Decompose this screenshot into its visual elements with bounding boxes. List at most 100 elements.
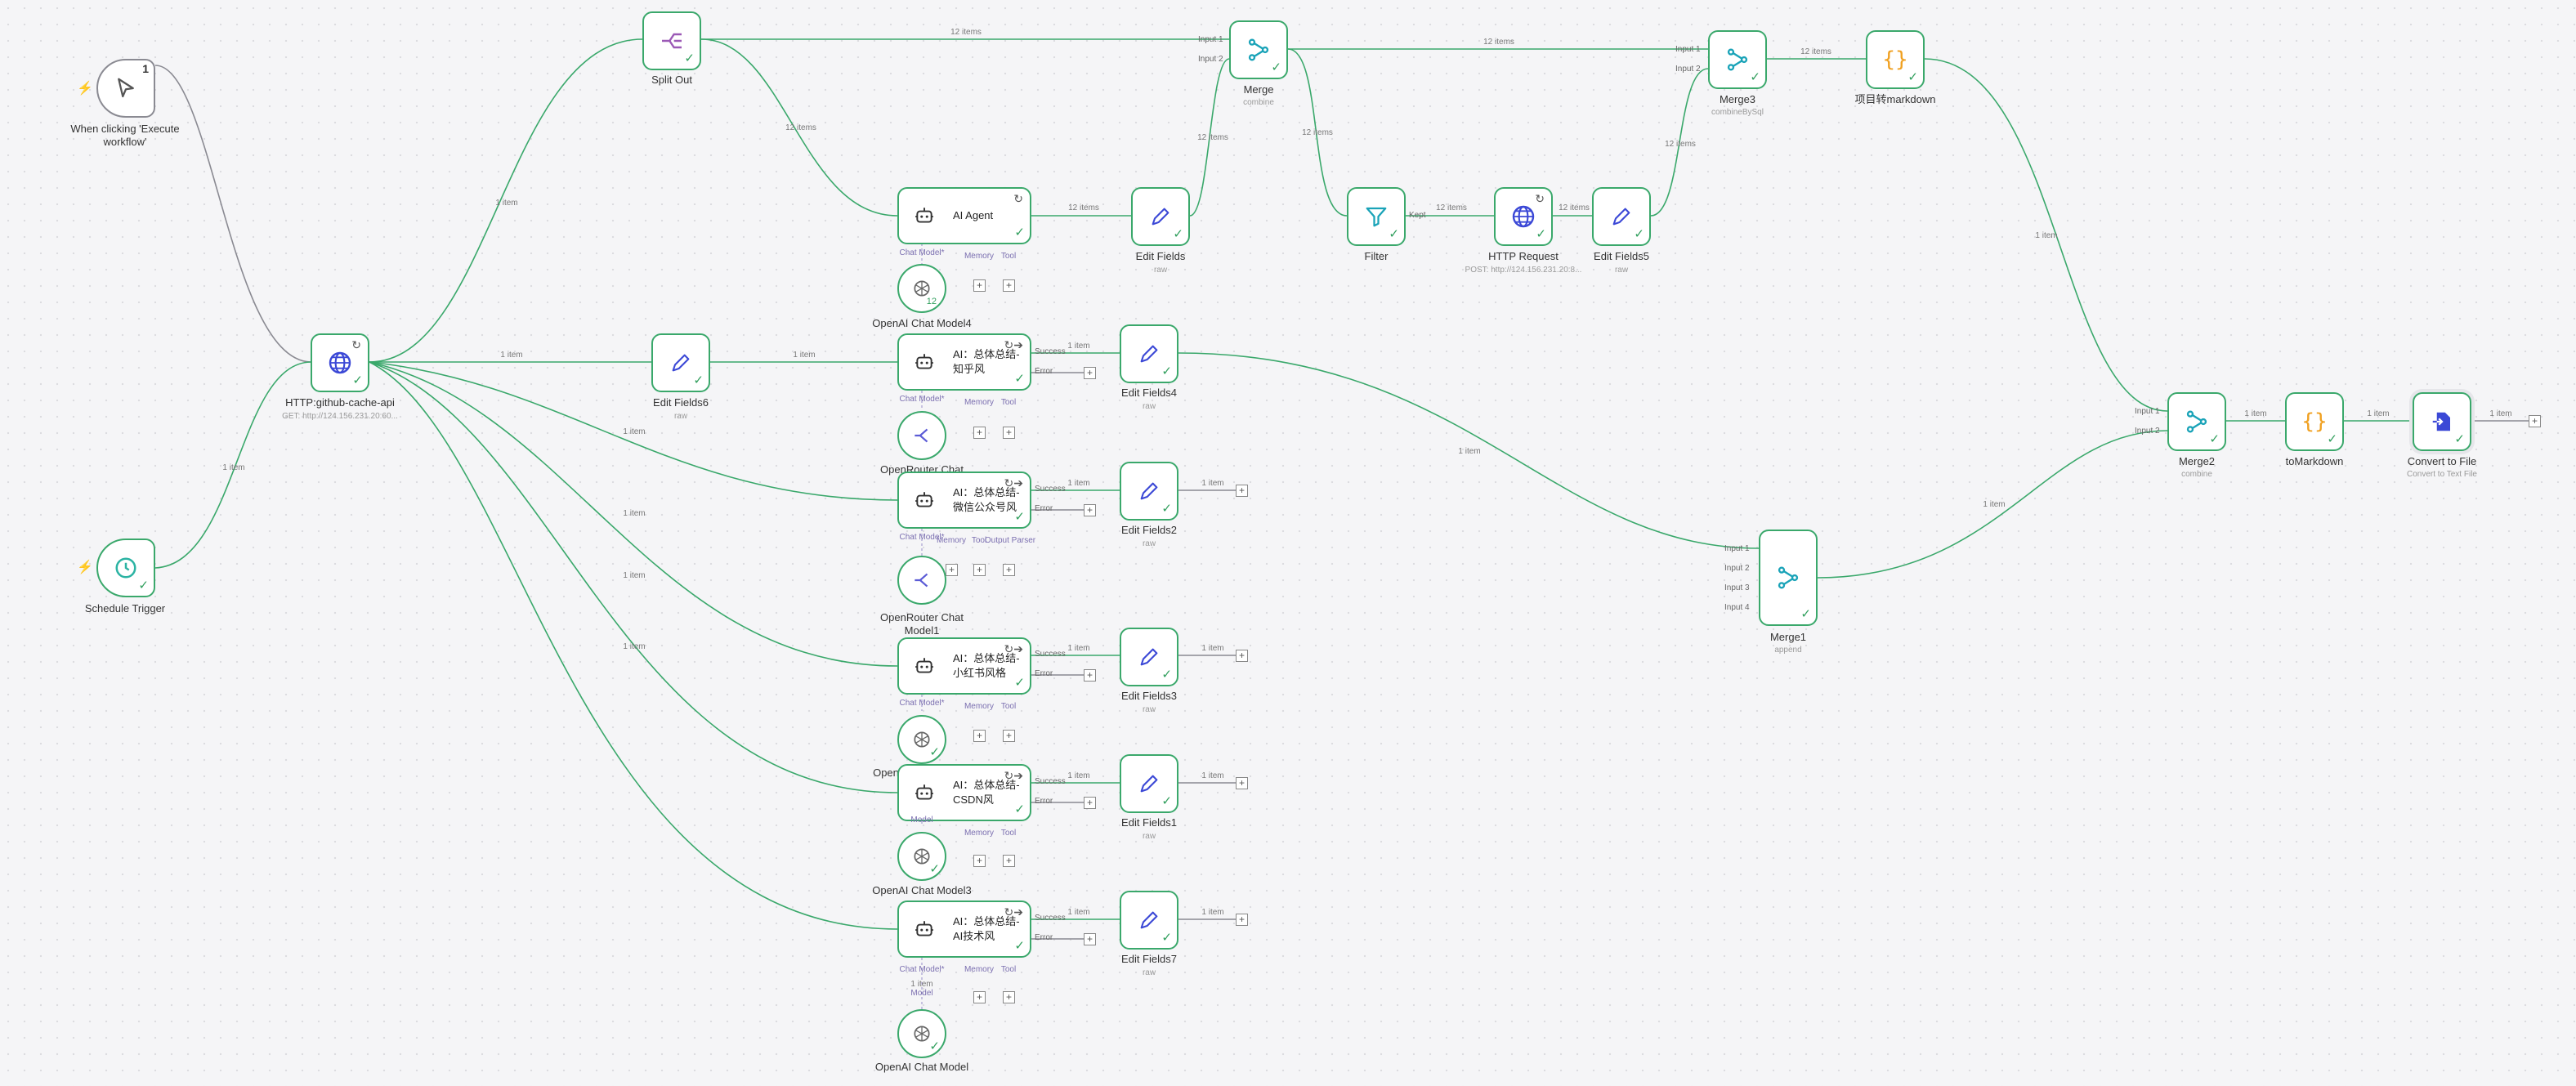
edge-label: 1 item	[623, 509, 646, 518]
node-label: Merge1	[1769, 631, 1807, 643]
node-label: Split Out	[651, 74, 692, 86]
add-memory-button[interactable]: +	[973, 730, 986, 742]
node-ai-agent[interactable]: ↻ AI Agent ✓	[897, 187, 1031, 244]
node-to-markdown[interactable]: {} ✓	[2285, 392, 2344, 451]
node-ai-csdn[interactable]: ↻➔ AI：总体总结-CSDN风 ✓	[897, 764, 1031, 821]
node-edit-fields5[interactable]: ✓	[1592, 187, 1651, 246]
add-tool-button[interactable]: +	[1003, 991, 1015, 1003]
node-split-out[interactable]: ✓	[642, 11, 701, 70]
wire-http-to-ai-xhs	[369, 361, 898, 667]
node-openai-model4[interactable]: 12	[897, 264, 946, 313]
success-check-icon: ✓	[1907, 70, 1918, 84]
add-error-handler-button[interactable]: +	[1084, 933, 1096, 945]
node-convert-to-file[interactable]: ✓	[2413, 392, 2471, 451]
node-edit-fields3[interactable]: ✓	[1120, 628, 1178, 686]
node-merge2[interactable]: ✓	[2167, 392, 2226, 451]
node-openrouter-model[interactable]	[897, 411, 946, 460]
edge-label: 1 item	[1067, 771, 1090, 780]
port-model: Model	[910, 989, 933, 998]
pencil-icon	[672, 354, 690, 372]
port-tool: Tool	[1000, 829, 1017, 838]
node-title: AI：总体总结-AI技术风	[953, 915, 1020, 942]
add-error-handler-button[interactable]: +	[1084, 797, 1096, 809]
add-next-node-button[interactable]: +	[2529, 415, 2541, 427]
node-ai-tech[interactable]: ↻➔ AI：总体总结-AI技术风 ✓	[897, 901, 1031, 958]
node-ai-zhihu[interactable]: ↻➔ AI：总体总结-知乎风 ✓	[897, 333, 1031, 391]
node-subtitle: raw	[1142, 832, 1156, 841]
node-ai-wechat[interactable]: ↻➔ AI：总体总结-微信公众号风 ✓	[897, 471, 1031, 529]
success-check-icon: ✓	[138, 579, 149, 592]
add-error-handler-button[interactable]: +	[1084, 367, 1096, 379]
node-filter[interactable]: ✓	[1347, 187, 1406, 246]
node-http-request[interactable]: ↻ ✓	[1494, 187, 1553, 246]
edge-label: 1 item	[793, 351, 816, 360]
add-error-handler-button[interactable]: +	[1084, 504, 1096, 516]
add-next-node-button[interactable]: +	[1236, 914, 1248, 926]
add-next-node-button[interactable]: +	[1236, 485, 1248, 497]
node-merge1[interactable]: ✓	[1759, 530, 1818, 626]
add-tool-button[interactable]: +	[1003, 855, 1015, 867]
node-label: Edit Fields5	[1594, 250, 1649, 262]
add-next-node-button[interactable]: +	[1236, 650, 1248, 662]
filter-icon	[1366, 207, 1387, 227]
node-openrouter-model1[interactable]	[897, 556, 946, 605]
refresh-icon: ↻	[351, 338, 361, 351]
wire-projmd-to-merge2	[1924, 58, 2168, 412]
node-edit-fields2[interactable]: ✓	[1120, 462, 1178, 521]
add-tool-button[interactable]: +	[1003, 279, 1015, 292]
node-http-github[interactable]: ↻ ✓	[311, 333, 369, 392]
edge-label: 12 items	[1197, 133, 1228, 142]
node-schedule-trigger[interactable]: ✓	[96, 539, 155, 597]
edge-label: 1 item	[1067, 479, 1090, 488]
node-project-markdown[interactable]: {} ✓	[1866, 30, 1925, 89]
port-memory: Memory	[964, 829, 995, 838]
success-check-icon: ✓	[1750, 70, 1760, 84]
add-next-node-button[interactable]: +	[1236, 777, 1248, 789]
node-subtitle: append	[1774, 646, 1802, 655]
edge-label: 1 item	[2367, 409, 2390, 418]
globe-icon	[1512, 205, 1535, 228]
add-memory-button[interactable]: +	[973, 427, 986, 439]
node-ai-xhs[interactable]: ↻➔ AI：总体总结-小红书风格 ✓	[897, 637, 1031, 695]
add-memory-button[interactable]: +	[973, 279, 986, 292]
add-memory-button[interactable]: +	[946, 564, 958, 576]
add-tool-button[interactable]: +	[973, 564, 986, 576]
node-merge[interactable]: ✓	[1229, 20, 1288, 79]
node-subtitle: raw	[1142, 402, 1156, 411]
node-manual-trigger[interactable]: 1	[96, 59, 155, 118]
edge-label: 12 items	[1483, 38, 1514, 47]
add-tool-button[interactable]: +	[1003, 730, 1015, 742]
edge-label: 1 item	[2035, 231, 2058, 240]
node-edit-fields4[interactable]: ✓	[1120, 324, 1178, 383]
edge-label: 12 items	[1800, 47, 1831, 56]
node-merge3[interactable]: ✓	[1708, 30, 1767, 89]
add-tool-button[interactable]: +	[1003, 427, 1015, 439]
port-chat-model: Chat Model*	[899, 248, 945, 257]
node-edit-fields6[interactable]: ✓	[651, 333, 710, 392]
node-label: Edit Fields6	[653, 396, 709, 409]
input-port-label: Input 1	[1675, 45, 1701, 54]
wire-manual-to-http	[154, 65, 311, 363]
robot-icon	[915, 658, 933, 673]
node-openai-model-mid[interactable]: ✓	[897, 715, 946, 764]
node-openai-model[interactable]: ✓	[897, 1009, 946, 1058]
node-openai-model3[interactable]: ✓	[897, 832, 946, 881]
add-error-handler-button[interactable]: +	[1084, 669, 1096, 682]
input-port-label: Input 1	[2135, 407, 2160, 416]
add-memory-button[interactable]: +	[973, 855, 986, 867]
success-check-icon: ✓	[1161, 794, 1172, 808]
refresh-icon: ↻➔	[1004, 642, 1023, 655]
node-edit-fields1[interactable]: ✓	[1120, 754, 1178, 813]
success-check-icon: ✓	[1173, 227, 1183, 241]
add-output-parser-button[interactable]: +	[1003, 564, 1015, 576]
pencil-icon	[1152, 208, 1169, 226]
edge-label: 1 item	[1067, 342, 1090, 351]
edge-label: 12 items	[1665, 140, 1696, 149]
edge-label: 1 item	[623, 571, 646, 580]
success-port-label: Success	[1035, 650, 1066, 659]
node-edit-fields7[interactable]: ✓	[1120, 891, 1178, 950]
node-edit-fields[interactable]: ✓	[1131, 187, 1190, 246]
add-memory-button[interactable]: +	[973, 991, 986, 1003]
wire-http-to-ai-csdn	[369, 361, 898, 793]
